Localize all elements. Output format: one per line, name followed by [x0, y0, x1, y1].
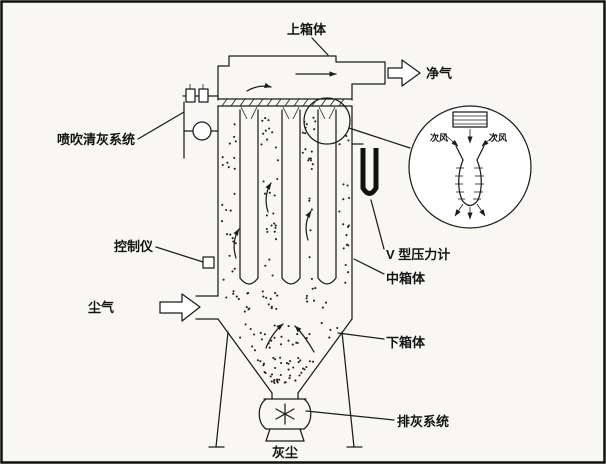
- hopper-lower-box: [217, 318, 353, 400]
- diffuser-hatching: [455, 167, 484, 200]
- detail-highlight-circle: [303, 97, 351, 145]
- label-upper-box: 上箱体: [287, 22, 327, 37]
- ash-discharge-valve: [258, 398, 312, 442]
- label-v-manometer: V 型压力计: [386, 247, 450, 262]
- label-dust: 灰尘: [272, 445, 298, 460]
- upper-box-plenum: [217, 55, 386, 107]
- label-middle-box: 中箱体: [386, 271, 426, 286]
- pulse-jet-system: [182, 84, 219, 159]
- label-secondary-air-left: 次风: [430, 132, 448, 143]
- label-controller: 控制仪: [114, 239, 154, 254]
- label-secondary-air-right: 次风: [489, 132, 507, 143]
- pulse-valve-circle: [192, 121, 212, 141]
- nozzle-detail-inset: [348, 105, 532, 229]
- filter-bags: [239, 97, 351, 285]
- leader-lines: [137, 37, 395, 421]
- venturi-diffuser: [458, 159, 482, 207]
- clean-gas-outlet-arrow: [387, 59, 421, 87]
- support-legs: [208, 331, 363, 448]
- flow-arrows: [233, 71, 337, 353]
- inset-connector-line: [348, 127, 411, 149]
- v-manometer: [351, 143, 379, 196]
- label-lower-box: 下箱体: [386, 335, 426, 350]
- inset-air-header: [452, 111, 488, 128]
- rotary-valve-asterisk: [275, 403, 295, 425]
- label-clean-gas: 净气: [426, 66, 452, 81]
- label-dusty-gas: 尘气: [88, 300, 114, 315]
- bag-venturi-mouths: [240, 106, 336, 120]
- tube-sheet-hatching: [221, 98, 345, 107]
- inlet-duct: [159, 293, 219, 322]
- controller-box: [202, 256, 215, 269]
- dusty-gas-inlet-arrow: [159, 293, 201, 322]
- label-ash-discharge-system: 排灰系统: [397, 414, 449, 429]
- label-pulse-cleaning-system: 喷吹清灰系统: [57, 132, 135, 147]
- middle-box-walls: [217, 105, 353, 320]
